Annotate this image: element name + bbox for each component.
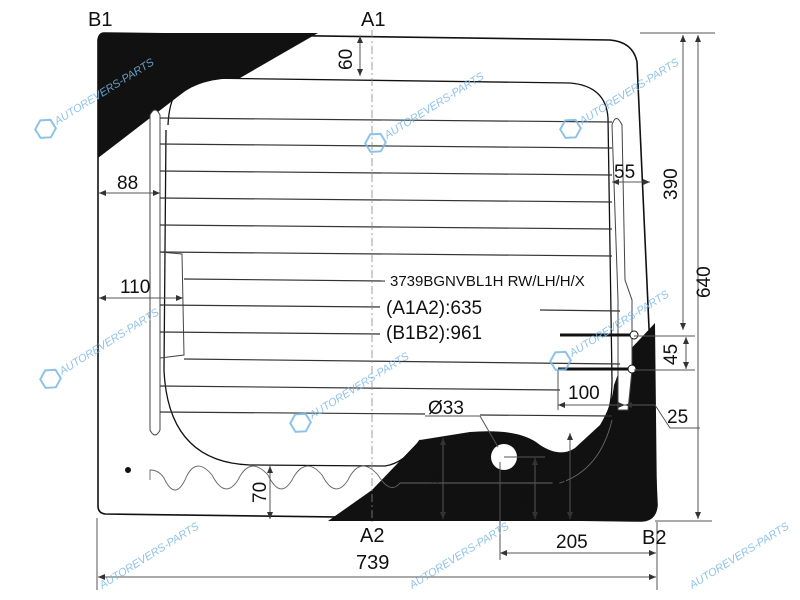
- dim-640: 640: [694, 266, 715, 298]
- dim-100: 100: [568, 383, 600, 404]
- dimension-lines: [96, 32, 715, 590]
- dim-205: 205: [556, 532, 588, 553]
- point-b1: B1: [88, 9, 112, 31]
- inner-opening: [167, 77, 613, 433]
- watermark-logo: AUTOREVERS-PARTS: [687, 520, 792, 592]
- dim-115: 115: [550, 475, 571, 505]
- left-busbar: [149, 109, 161, 436]
- heating-lines: [159, 117, 621, 417]
- black-frit-top-left: [98, 33, 318, 158]
- part-a1a2: (A1A2):635: [386, 298, 482, 319]
- part-code: 3739BGNVBL1H RW/LH/H/X: [390, 273, 585, 290]
- dim-25: 25: [667, 407, 688, 428]
- black-frit-bottom-right: [328, 323, 657, 521]
- dim-110: 110: [120, 277, 150, 298]
- watermark-text: AUTOREVERS-PARTS: [97, 520, 202, 592]
- dim-hole-diameter: Ø33: [428, 398, 464, 419]
- left-busbar-tab: [159, 251, 185, 359]
- part-b1b2: (B1B2):961: [386, 323, 482, 344]
- dim-45: 45: [661, 344, 682, 365]
- dim-88: 88: [117, 173, 138, 194]
- dot-marker: [125, 467, 131, 473]
- watermark-logo: AUTOREVERS-PARTS: [407, 520, 512, 592]
- point-b2: B2: [642, 527, 666, 549]
- dim-55: 55: [614, 162, 635, 183]
- dim-105: 105: [424, 473, 445, 505]
- dim-70: 70: [250, 482, 271, 503]
- terminal-connectors: [558, 330, 639, 374]
- dim-739: 739: [356, 552, 389, 574]
- watermark-text: AUTOREVERS-PARTS: [687, 520, 792, 592]
- wavy-border: [149, 419, 613, 491]
- point-a1: A1: [361, 9, 385, 31]
- dim-390: 390: [661, 168, 682, 200]
- inner-opening-bottom: [163, 129, 421, 467]
- watermark-logo: AUTOREVERS-PARTS: [97, 520, 202, 592]
- dim-60: 60: [336, 49, 357, 70]
- right-busbar: [611, 118, 633, 411]
- dim-85: 85: [515, 484, 536, 505]
- point-a2: A2: [360, 525, 384, 547]
- watermark-text: AUTOREVERS-PARTS: [407, 520, 512, 592]
